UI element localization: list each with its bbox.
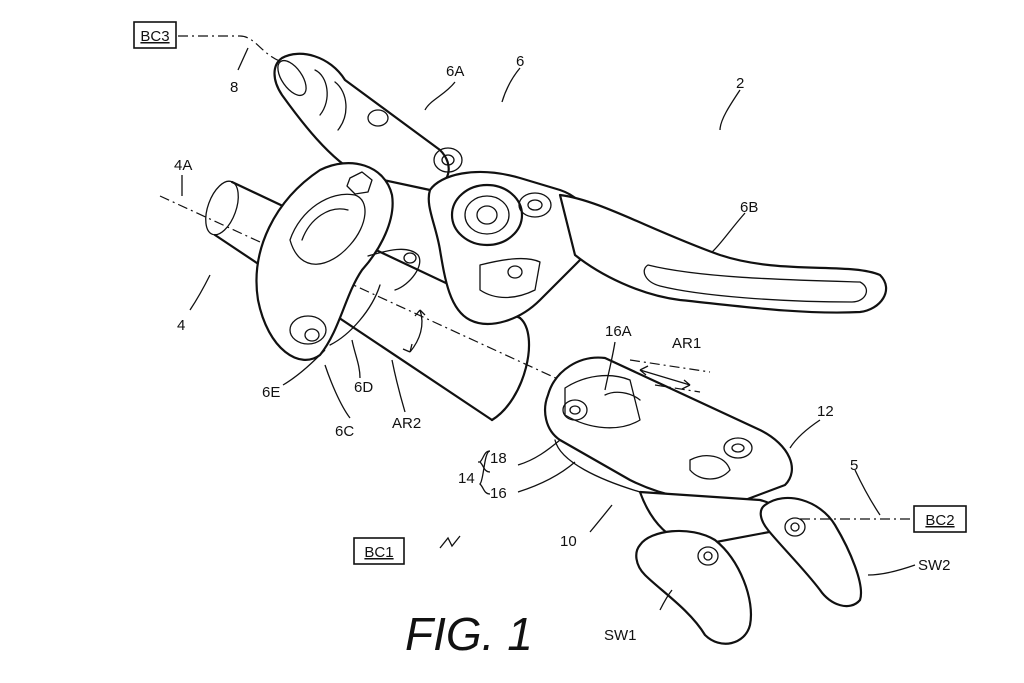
label-ar2: AR2 bbox=[392, 415, 421, 432]
label-16: 16 bbox=[490, 485, 507, 502]
label-6a: 6A bbox=[446, 63, 464, 80]
box-bc1-label: BC1 bbox=[364, 544, 393, 561]
clamp-body bbox=[255, 162, 421, 361]
label-sw1: SW1 bbox=[604, 627, 637, 644]
label-6e: 6E bbox=[262, 384, 280, 401]
box-bc3-label: BC3 bbox=[140, 28, 169, 45]
label-6b: 6B bbox=[740, 199, 758, 216]
label-6c: 6C bbox=[335, 423, 354, 440]
label-4: 4 bbox=[177, 317, 185, 334]
label-8: 8 bbox=[230, 79, 238, 96]
label-16a: 16A bbox=[605, 323, 632, 340]
leader-lines bbox=[181, 47, 916, 611]
label-6: 6 bbox=[516, 53, 524, 70]
operating-unit bbox=[635, 490, 863, 645]
adapter-assembly bbox=[544, 356, 793, 503]
label-12: 12 bbox=[817, 403, 834, 420]
label-6d: 6D bbox=[354, 379, 373, 396]
box-bc2: BC2 bbox=[913, 505, 967, 533]
label-2: 2 bbox=[736, 75, 744, 92]
box-bc3: BC3 bbox=[133, 21, 177, 49]
label-4a: 4A bbox=[174, 157, 192, 174]
box-bc1: BC1 bbox=[353, 537, 405, 565]
lever-pivot bbox=[427, 170, 593, 325]
label-5: 5 bbox=[850, 457, 858, 474]
label-14: 14 bbox=[458, 470, 475, 487]
figure-title: FIG. 1 bbox=[405, 608, 533, 660]
arrows bbox=[402, 309, 691, 549]
brake-lever bbox=[558, 193, 888, 314]
cable-lines bbox=[178, 35, 913, 520]
label-18: 18 bbox=[490, 450, 507, 467]
box-bc2-label: BC2 bbox=[925, 512, 954, 529]
label-10: 10 bbox=[560, 533, 577, 550]
label-sw2: SW2 bbox=[918, 557, 951, 574]
label-ar1: AR1 bbox=[672, 335, 701, 352]
